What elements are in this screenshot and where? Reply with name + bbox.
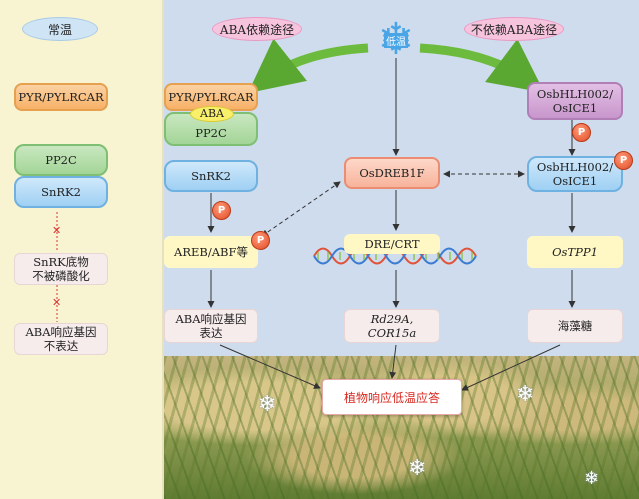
targets-box: Rd29A, COR15a [344, 309, 440, 343]
x-mark-icon: ✕ [52, 296, 62, 309]
dreb-box: OsDREB1F [344, 157, 440, 189]
osbhlh-top-box: OsbHLH002/ OsICE1 [527, 82, 623, 120]
left-pp2c-box: PP2C [14, 144, 108, 176]
aba-molecule: ABA [190, 106, 234, 122]
snrk2-box: SnRK2 [164, 160, 258, 192]
arrow-trehalose-response [461, 344, 561, 391]
arrow-gene-response [219, 344, 321, 389]
cold-label: 低温 [384, 32, 408, 48]
arrow-targets-response [389, 344, 397, 379]
header-aba-dependent: ABA依赖途径 [212, 17, 302, 41]
snowflake-icon: ❄ 低温 [370, 18, 422, 62]
snowflake-icon: ❄ [516, 382, 535, 407]
snowflake-icon: ❄ [258, 392, 277, 417]
aba-gene-box: ABA响应基因 表达 [164, 309, 258, 343]
snowflake-icon: ❄ [408, 456, 427, 481]
green-arrow-right [419, 38, 545, 93]
osbhlh-mid-box: OsbHLH002/ OsICE1 [527, 156, 623, 192]
left-receptor-box: PYR/PYLRCAR [14, 83, 108, 111]
left-gene-box: ABA响应基因 不表达 [14, 323, 108, 355]
phosphate-badge-icon: P [251, 231, 270, 250]
header-aba-independent: 不依赖ABA途径 [464, 17, 564, 41]
phosphate-badge-icon: P [614, 151, 633, 170]
dashed-areb-dreb [261, 181, 341, 237]
header-normal-temp: 常温 [22, 17, 98, 41]
green-arrow-left [247, 38, 369, 94]
snowflake-icon: ❄ [584, 468, 600, 489]
left-substrate-box: SnRK底物 不被磷酸化 [14, 253, 108, 285]
dre-crt-box: DRE/CRT [344, 234, 440, 254]
x-mark-icon: ✕ [52, 224, 62, 237]
phosphate-badge-icon: P [212, 201, 231, 220]
cold-response-box: 植物响应低温应答 [322, 379, 462, 415]
phosphate-badge-icon: P [572, 123, 591, 142]
areb-box: AREB/ABF等 [164, 236, 258, 268]
trehalose-box: 海藻糖 [527, 309, 623, 343]
left-snrk2-box: SnRK2 [14, 176, 108, 208]
tpp1-box: OsTPP1 [527, 236, 623, 268]
